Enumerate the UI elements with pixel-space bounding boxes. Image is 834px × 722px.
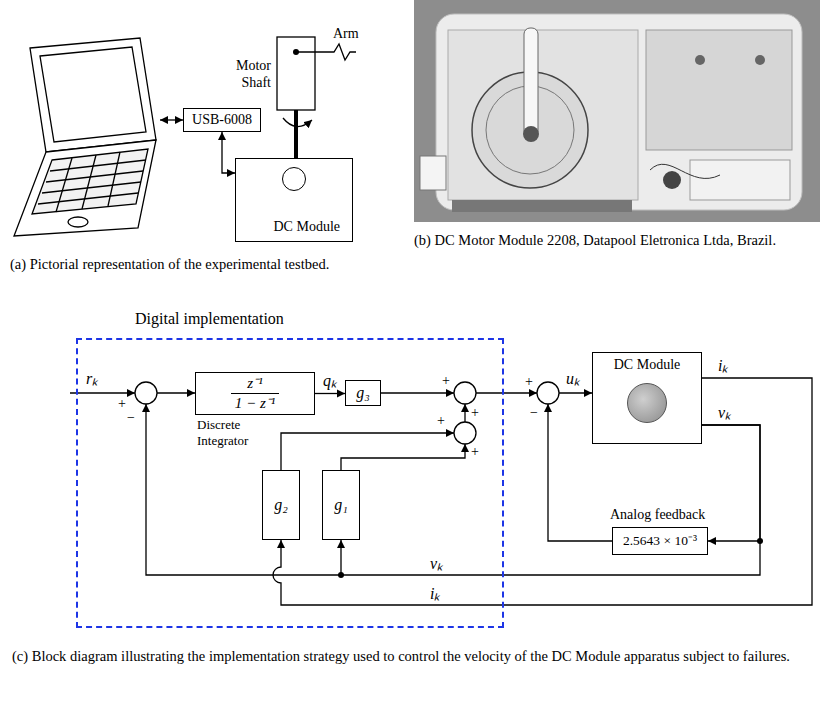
part-name: Motor Shaft xyxy=(225,58,271,92)
figure-caption: (b) DC Motor Module 2208, Datapool Eletr… xyxy=(414,232,820,249)
block-name: Discrete Integrator xyxy=(197,417,267,448)
usb-link xyxy=(160,119,183,120)
signal-connector xyxy=(273,378,812,605)
signal-name: qₖ xyxy=(323,371,337,390)
sign-mark: + xyxy=(442,373,450,390)
node-label: g₂ xyxy=(270,496,292,514)
node-label: 2.5643 × 10⁻³ xyxy=(619,533,701,549)
signal-name: iₖ xyxy=(430,584,440,603)
sign-mark: + xyxy=(471,405,479,422)
node-label: g₁ xyxy=(330,496,352,514)
arrow-head xyxy=(337,390,345,398)
connector-line xyxy=(702,425,760,541)
fraction-numerator: z⁻¹ xyxy=(243,375,266,392)
figure-caption: (c) Block diagram illustrating the imple… xyxy=(12,648,824,665)
dc-module-block: DC Module xyxy=(592,352,702,444)
sign-mark: − xyxy=(530,405,538,422)
integrator-block: z⁻¹1 − z⁻¹ xyxy=(195,372,315,415)
sign-mark: + xyxy=(525,374,533,391)
signal-name: vₖ xyxy=(430,554,443,573)
connector-line xyxy=(273,378,812,605)
dc-module-box: DC Module xyxy=(235,158,353,242)
sign-mark: + xyxy=(471,444,479,461)
arrow-head xyxy=(708,537,716,545)
fraction-denominator: 1 − z⁻¹ xyxy=(231,393,279,412)
signal-name: iₖ xyxy=(718,356,728,375)
signal-name: rₖ xyxy=(86,369,98,388)
node-label: g₃ xyxy=(352,384,374,402)
arrow-head xyxy=(277,540,285,548)
gain-block: g₁ xyxy=(322,470,360,540)
motor-icon xyxy=(627,383,667,423)
signal-name: uₖ xyxy=(566,369,580,388)
node-label: DC Module xyxy=(610,357,685,373)
motor-circle xyxy=(282,167,306,191)
signal-connector xyxy=(218,132,235,177)
figure-caption: (a) Pictorial representation of the expe… xyxy=(10,256,338,273)
gain-block: g₂ xyxy=(262,470,300,540)
feedback-gain-block: 2.5643 × 10⁻³ xyxy=(612,527,708,555)
node-label: USB-6008 xyxy=(188,112,256,128)
digital-implementation-region: Digital implementationz⁻¹1 − z⁻¹g₃g₂g₁ xyxy=(78,340,502,626)
signal-name: vₖ xyxy=(718,403,731,422)
sign-mark: + xyxy=(437,413,445,430)
apparatus-photo xyxy=(414,0,820,222)
sign-mark: − xyxy=(127,410,135,427)
connector-line xyxy=(341,425,760,575)
signal-connector xyxy=(315,390,345,398)
region-heading: Digital implementation xyxy=(135,310,284,328)
block-name: Analog feedback xyxy=(610,507,705,524)
node-label: DC Module xyxy=(270,219,345,235)
usb-box: USB-6008 xyxy=(183,108,261,132)
signal-connector xyxy=(702,425,760,545)
sign-mark: + xyxy=(118,396,126,413)
arrow-head xyxy=(227,169,235,177)
part-name: Arm xyxy=(333,26,359,43)
arrow-head xyxy=(218,132,226,140)
laptop-illustration xyxy=(14,38,156,236)
block-diagram-wires xyxy=(70,382,763,578)
gain-block: g₃ xyxy=(345,380,381,406)
arrow-head xyxy=(337,540,345,548)
